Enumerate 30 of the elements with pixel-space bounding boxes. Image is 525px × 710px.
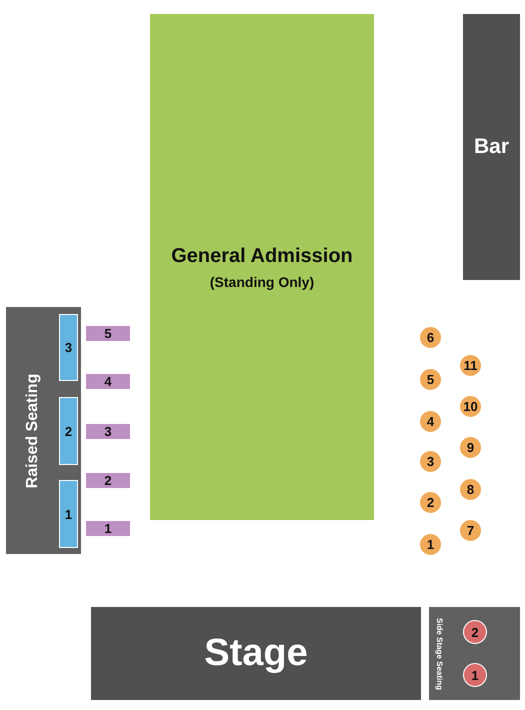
table-seat: 2 <box>86 473 130 488</box>
booth-seat: 1 <box>59 480 78 548</box>
table-seat: 1 <box>86 521 130 536</box>
area-title: Raised Seating <box>24 373 42 488</box>
round-table: 8 <box>459 478 482 501</box>
round-table: 3 <box>419 450 442 473</box>
round-table: 6 <box>419 326 442 349</box>
round-table: 5 <box>419 368 442 391</box>
round-table: 2 <box>419 491 442 514</box>
booth-seat: 2 <box>59 397 78 465</box>
table-seat: 3 <box>86 424 130 439</box>
bar-area: Bar <box>463 14 520 280</box>
side-stage-seat: 1 <box>463 663 487 687</box>
round-table: 11 <box>459 354 482 377</box>
round-table: 7 <box>459 519 482 542</box>
side-stage-panel <box>429 607 520 700</box>
general-admission-area <box>150 14 374 520</box>
round-table: 1 <box>419 533 442 556</box>
round-table: 10 <box>459 395 482 418</box>
round-table: 4 <box>419 410 442 433</box>
side-stage-seat: 2 <box>463 620 487 644</box>
booth-seat: 3 <box>59 314 78 381</box>
table-seat: 5 <box>86 326 130 341</box>
area-title: Side Stage Seating <box>435 617 444 690</box>
table-seat: 4 <box>86 374 130 389</box>
area-title: General Admission <box>171 244 353 268</box>
area-subtitle: (Standing Only) <box>210 274 314 290</box>
raised-seating-panel <box>6 307 81 554</box>
stage-area: Stage <box>91 607 421 700</box>
round-table: 9 <box>459 436 482 459</box>
